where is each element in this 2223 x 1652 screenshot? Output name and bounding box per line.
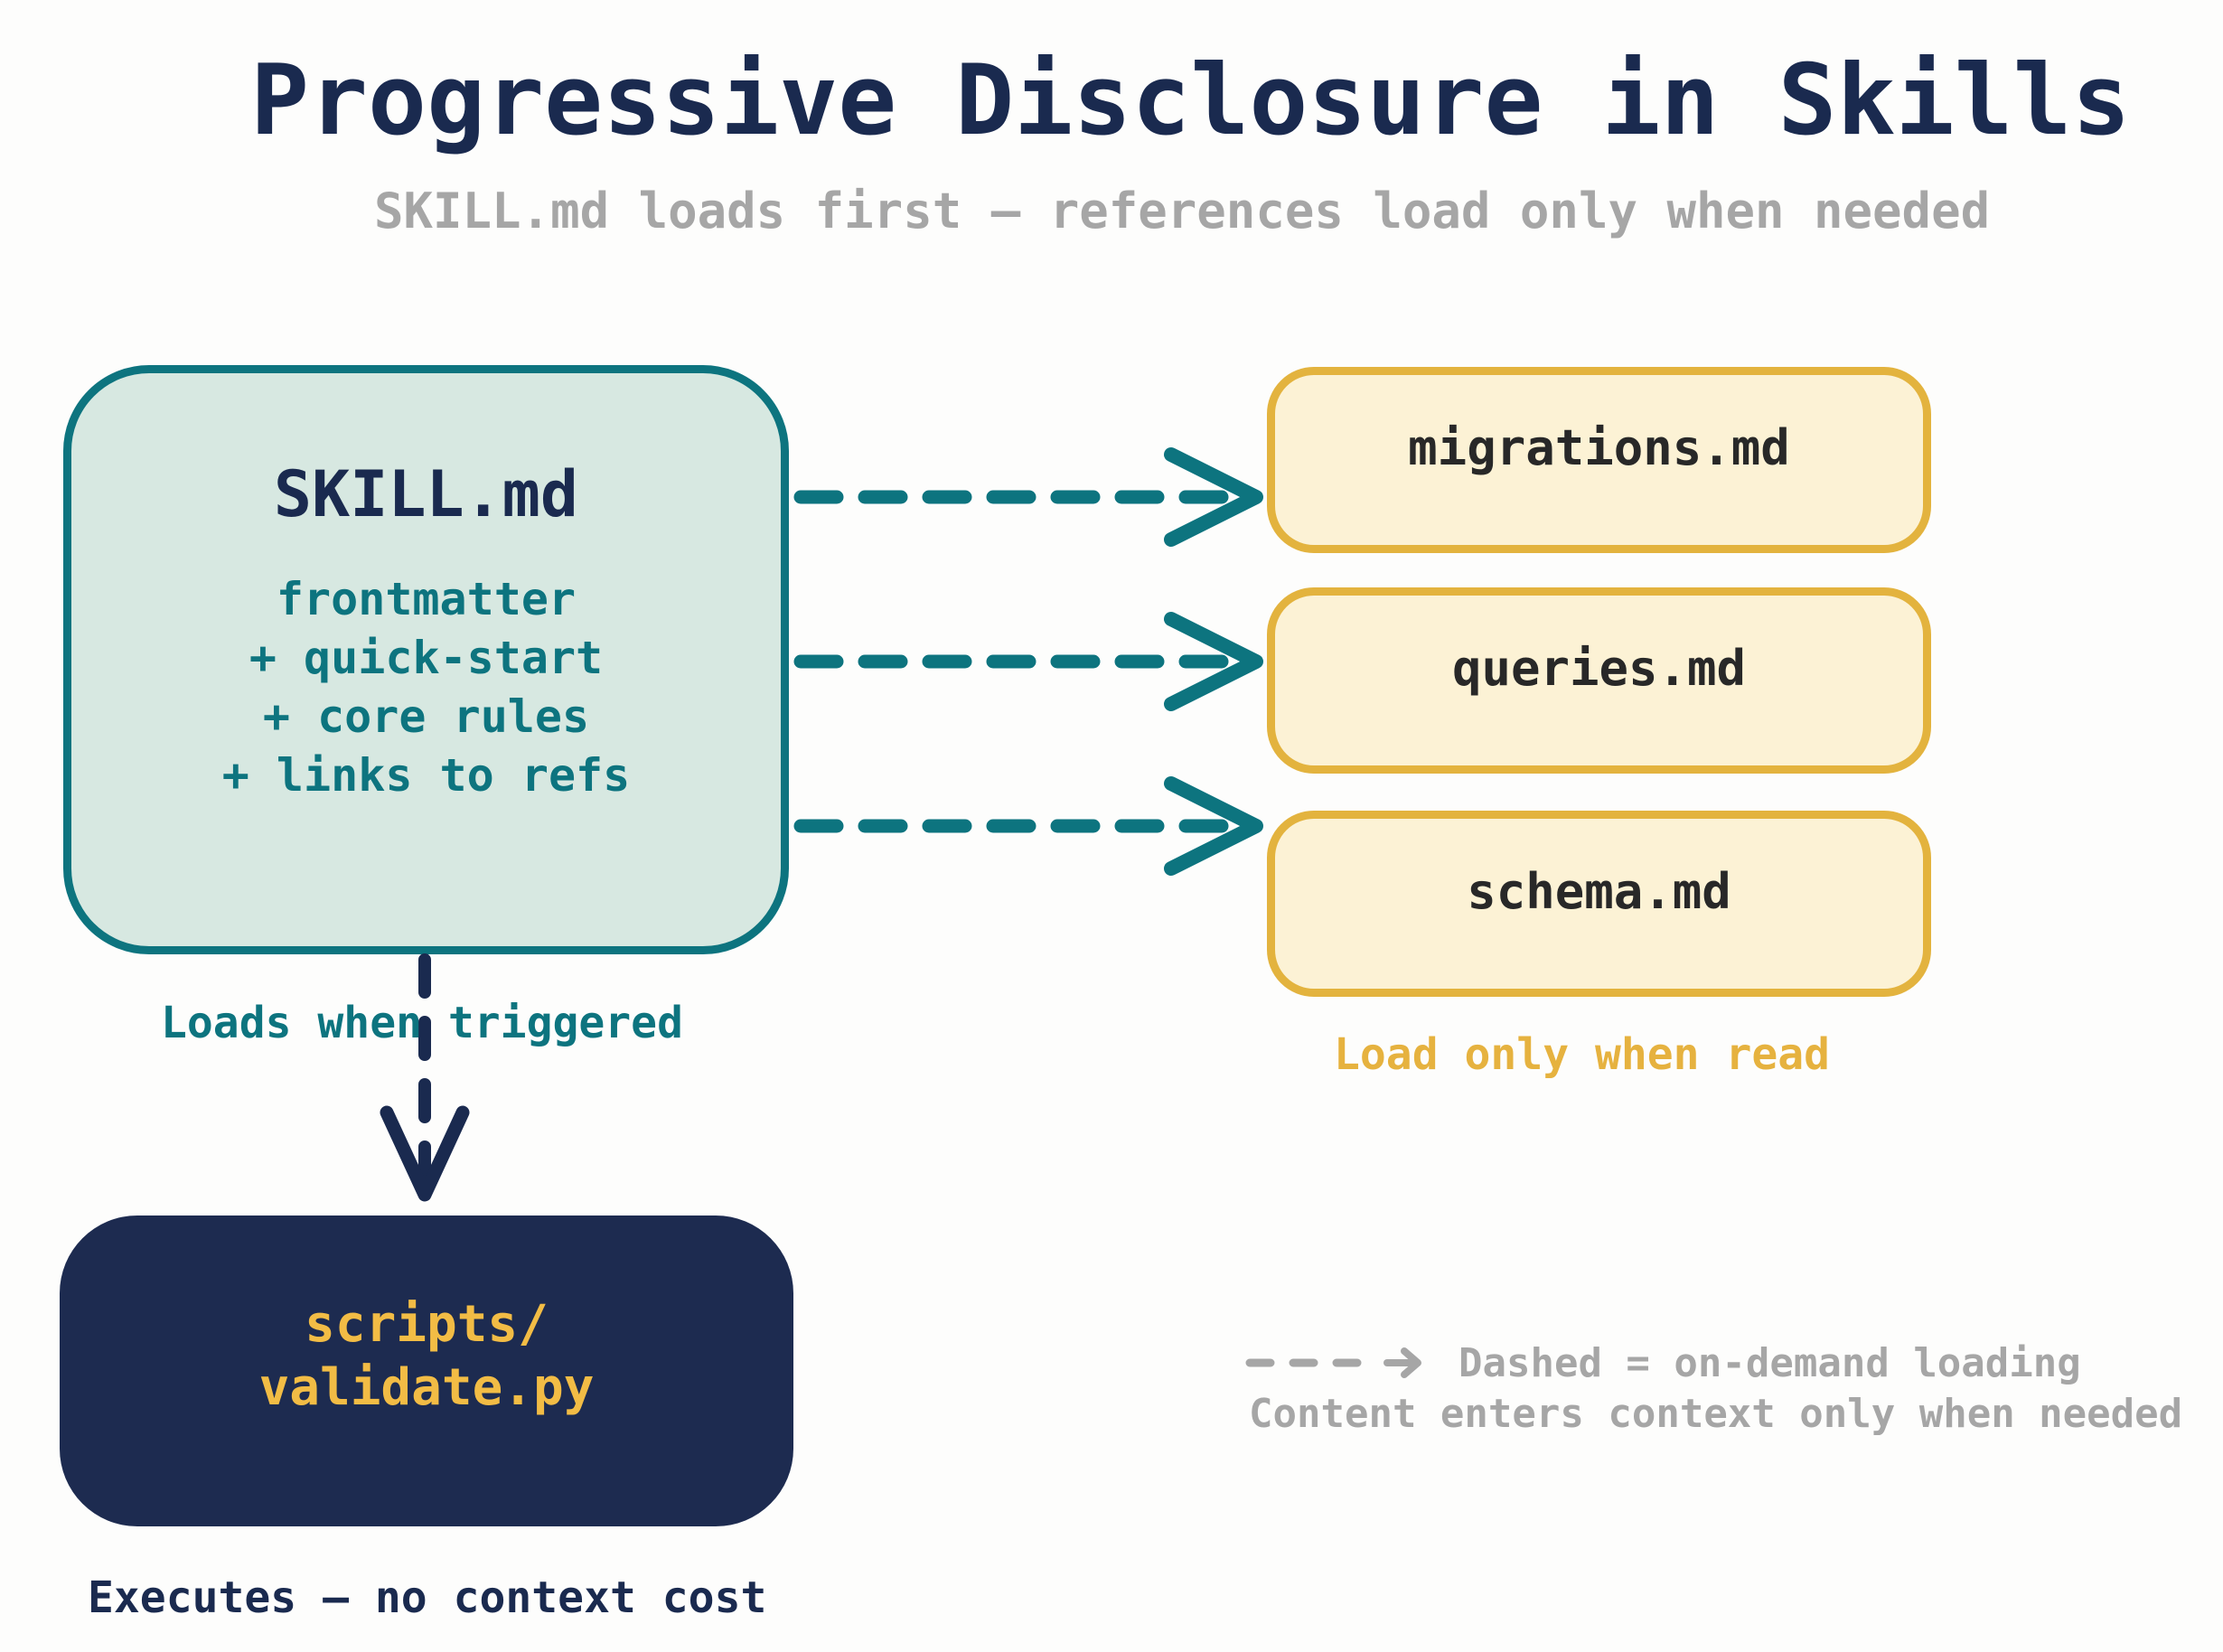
dashed-arrow-to-migrations-icon <box>793 447 1263 547</box>
reference-box-label: queries.md <box>1451 639 1747 697</box>
skill-content-line: + links to refs <box>221 749 631 802</box>
reference-box-migrations: migrations.md <box>1267 367 1931 553</box>
script-box: scripts/ validate.py <box>60 1216 793 1526</box>
skill-md-box-contents: frontmatter + quick-start + core rules +… <box>71 570 781 805</box>
script-path-line: validate.py <box>258 1358 595 1417</box>
script-caption: Executes — no context cost <box>88 1572 767 1623</box>
reference-box-queries: queries.md <box>1267 587 1931 774</box>
skill-md-box: SKILL.md frontmatter + quick-start + cor… <box>63 365 789 954</box>
dashed-arrow-to-schema-icon <box>793 776 1263 876</box>
reference-box-label: schema.md <box>1467 862 1731 920</box>
reference-box-label: migrations.md <box>1408 418 1790 476</box>
references-caption: Load only when read <box>1334 1029 1831 1080</box>
skill-content-line: frontmatter <box>276 573 577 625</box>
legend-line-dashed-meaning: Dashed = on-demand loading <box>1459 1340 2081 1386</box>
legend-line-context-note: Content enters context only when needed <box>1249 1391 2183 1437</box>
skill-md-box-title: SKILL.md <box>273 457 579 531</box>
skill-content-line: + quick-start <box>249 632 604 684</box>
reference-box-schema: schema.md <box>1267 811 1931 997</box>
dashed-arrow-to-queries-icon <box>793 612 1263 711</box>
trigger-arrow-label: Loads when triggered <box>161 998 683 1048</box>
legend-dashed-arrow-icon <box>1245 1347 1421 1378</box>
page-subtitle: SKILL.md loads first — references load o… <box>374 183 1991 239</box>
dashed-arrow-to-script-icon <box>380 953 470 1202</box>
page-title: Progressive Disclosure in Skills <box>250 44 2131 157</box>
skill-content-line: + core rules <box>262 690 590 743</box>
script-path-line: scripts/ <box>305 1295 549 1354</box>
